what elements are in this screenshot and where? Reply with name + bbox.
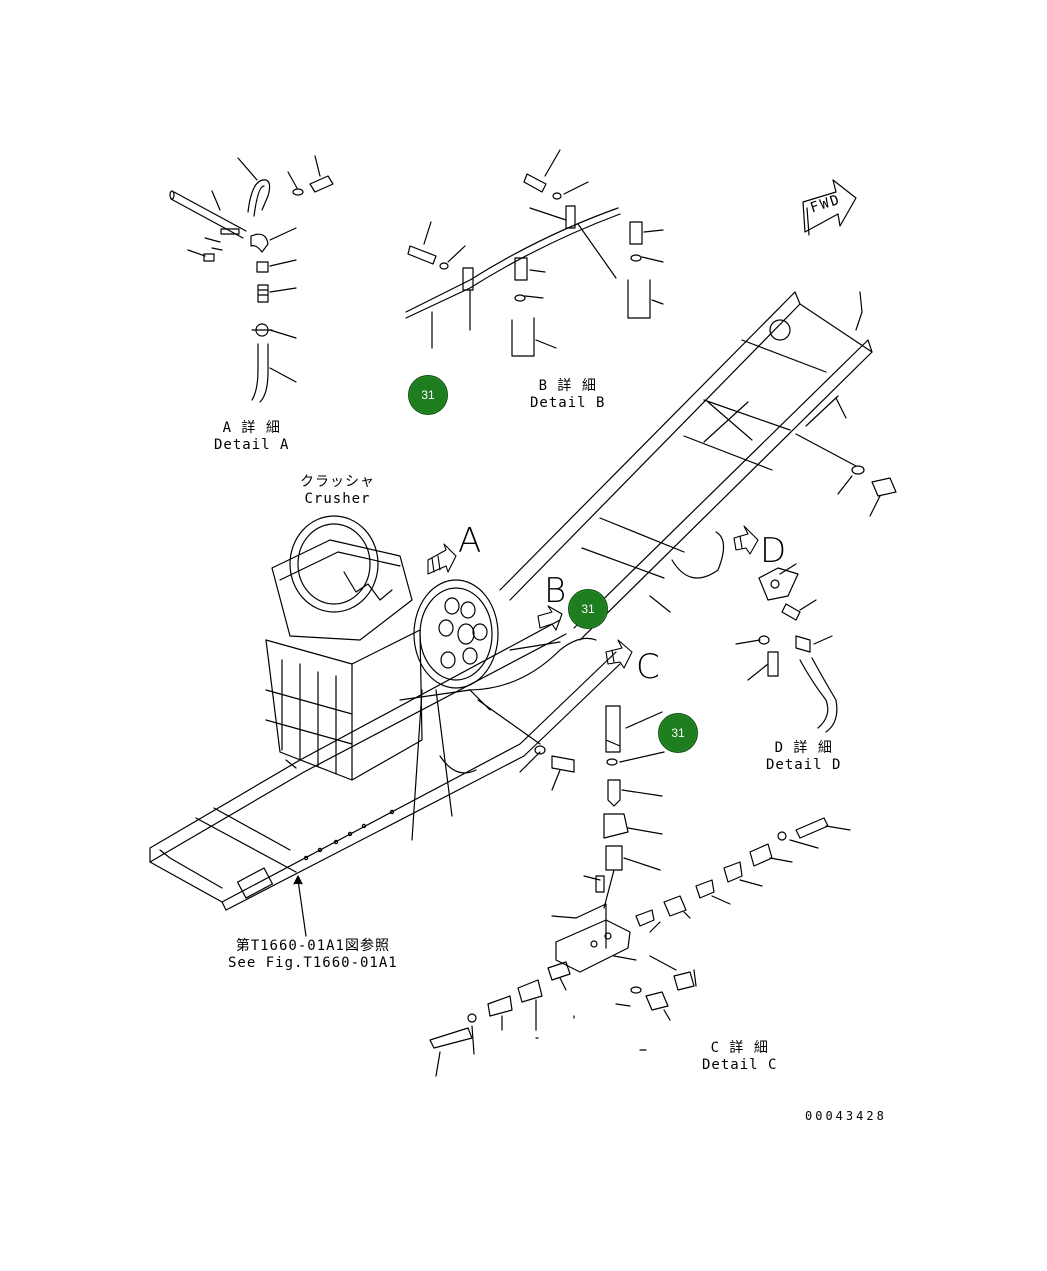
detail-d-label: D 詳 細 Detail D: [766, 740, 841, 774]
view-arrows: [427, 525, 759, 669]
view-letter-c: C: [636, 647, 660, 687]
detail-d-jp: D 詳 細: [774, 740, 833, 756]
callout-31[interactable]: 31: [408, 375, 448, 415]
view-letter-d: D: [760, 531, 787, 571]
crusher-jp: クラッシャ: [300, 474, 375, 490]
view-letter-a: A: [458, 521, 482, 561]
detail-b-en: Detail B: [530, 395, 606, 411]
detail-d-parts: [649, 433, 897, 733]
detail-b-parts: [405, 149, 664, 357]
detail-a-jp: A 詳 細: [222, 420, 281, 436]
detail-b-label: B 詳 細 Detail B: [530, 378, 605, 412]
detail-c-parts: [429, 705, 851, 1077]
crusher-label: クラッシャ Crusher: [300, 474, 375, 508]
detail-a-label: A 詳 細 Detail A: [214, 420, 289, 454]
detail-a-parts: [169, 155, 334, 403]
main-frame: [149, 291, 873, 911]
crusher-body: [265, 515, 597, 841]
document-number: 00043428: [805, 1109, 887, 1123]
crusher-en: Crusher: [304, 491, 371, 507]
view-letter-b: B: [544, 571, 567, 611]
detail-d-en: Detail D: [766, 757, 842, 773]
fwd-arrow: [802, 179, 857, 236]
callout-31[interactable]: 31: [658, 713, 698, 753]
reference-pointer-head: [293, 875, 303, 885]
reference-label: 第T1660-01A1図参照 See Fig.T1660-01A1: [228, 938, 398, 972]
detail-c-label: C 詳 細 Detail C: [702, 1040, 777, 1074]
callout-31[interactable]: 31: [568, 589, 608, 629]
detail-c-en: Detail C: [702, 1057, 778, 1073]
detail-a-en: Detail A: [214, 437, 290, 453]
reference-jp: 第T1660-01A1図参照: [235, 938, 390, 954]
detail-c-jp: C 詳 細: [710, 1040, 769, 1056]
detail-b-jp: B 詳 細: [538, 378, 597, 394]
reference-pointer: [297, 879, 307, 937]
reference-en: See Fig.T1660-01A1: [228, 955, 398, 971]
